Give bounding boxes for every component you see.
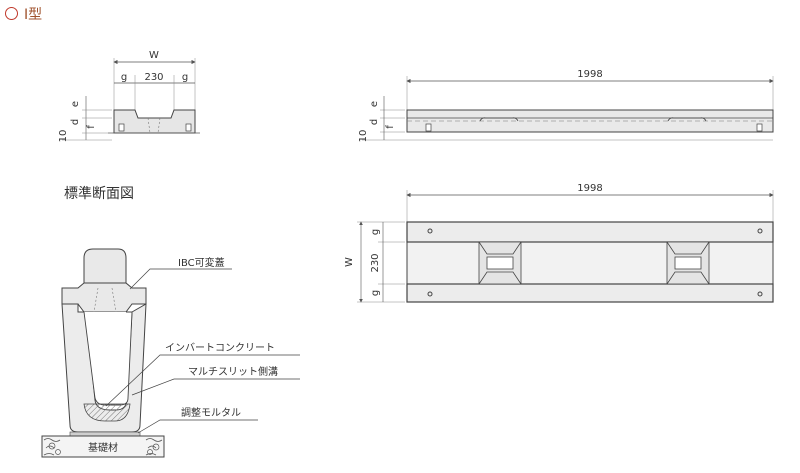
small-g-right: g: [182, 72, 188, 83]
callout-base-label: 基礎材: [88, 441, 118, 454]
small-dim-f: f: [86, 125, 97, 129]
small-dim-e: e: [70, 101, 81, 107]
small-width-label: W: [149, 50, 159, 61]
section-heading: 標準断面図: [64, 186, 134, 202]
plan-dim-230: 230: [370, 253, 381, 272]
page-title-text: I型: [24, 7, 43, 23]
circle-bullet-icon: [5, 7, 18, 20]
small-section-drawing: W g 230 g e f d 10: [58, 50, 200, 142]
small-center-width: 230: [144, 72, 163, 83]
callout-gutter-label: マルチスリット側溝: [188, 365, 278, 378]
plan-length-label: 1998: [577, 183, 602, 194]
side-dim-e: e: [369, 101, 380, 107]
page-title: I型: [5, 4, 42, 24]
side-length-label: 1998: [577, 69, 602, 80]
callout-mortar-label: 調整モルタル: [181, 406, 241, 419]
small-g-left: g: [121, 72, 127, 83]
side-dim-d: d: [369, 119, 380, 125]
side-dim-f: f: [385, 125, 396, 129]
callout-cover-label: IBC可変蓋: [178, 256, 225, 269]
small-dim-10: 10: [58, 130, 69, 143]
standard-section-drawing: 基礎材 IBC可変蓋 インバートコンクリート マルチスリット側溝 調整モルタル: [41, 248, 300, 458]
plan-view-drawing: 1998 W g 230 g: [344, 183, 774, 303]
side-dim-10: 10: [358, 130, 369, 143]
callout-invert-label: インバートコンクリート: [165, 342, 275, 354]
plan-width-label: W: [344, 257, 355, 267]
small-dim-d: d: [70, 119, 81, 125]
side-view-drawing: 1998 e f d 10: [358, 69, 774, 143]
plan-dim-g-top: g: [370, 229, 381, 235]
plan-dim-g-bottom: g: [370, 290, 381, 296]
